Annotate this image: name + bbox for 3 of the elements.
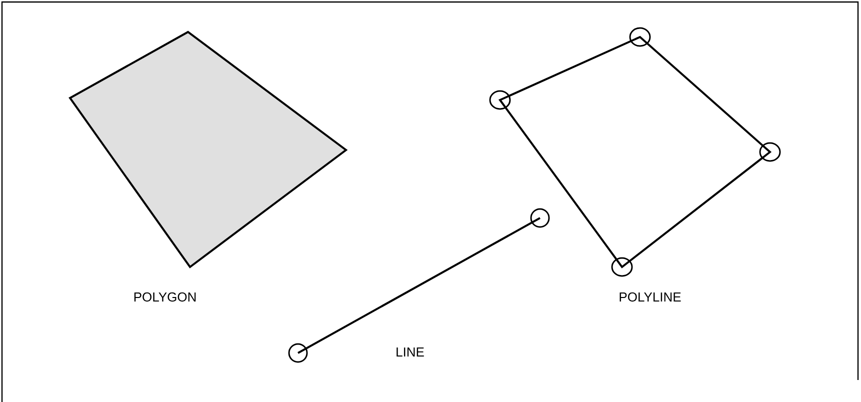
shape-label: POLYLINE <box>620 292 681 302</box>
shape-label: POLYGON <box>134 292 196 302</box>
shape-label: LINE <box>396 348 424 356</box>
